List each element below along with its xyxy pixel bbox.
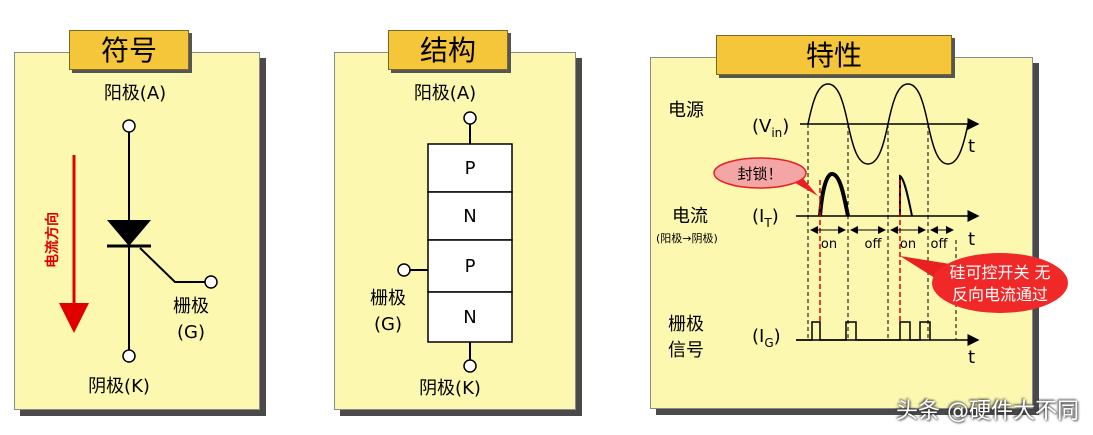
structure-anode-terminal	[463, 111, 477, 125]
structure-anode-label: 阳极(A)	[414, 83, 476, 104]
layer-p-bottom	[427, 239, 513, 293]
pnpn-stack: P N P N	[427, 143, 513, 343]
note-line-1: 硅可控开关 无	[949, 263, 1050, 282]
note-callout-ellipse	[932, 253, 1068, 313]
layer-n-top	[427, 191, 513, 241]
blocked-callout: 封锁！	[713, 157, 818, 196]
on-label: on	[821, 237, 837, 252]
symbol-gate-g-label: (G)	[177, 322, 205, 343]
symbol-gate-terminal	[204, 275, 218, 289]
current-sublabel: (阳极→阴极)	[656, 231, 718, 245]
note-callout: 硅可控开关 无 反向电流通过	[900, 253, 1068, 313]
symbol-gate-label: 栅极	[173, 296, 209, 317]
layer-label: N	[463, 307, 476, 328]
gate-signal-label-1: 栅极	[668, 314, 704, 335]
layer-label: P	[465, 256, 476, 277]
blocked-callout-text: 封锁！	[737, 165, 782, 183]
diode-triangle	[107, 220, 151, 246]
layer-n-bottom	[427, 291, 513, 343]
it-label: (IT)	[752, 206, 779, 230]
layer-label: P	[465, 158, 476, 179]
gate-pulses	[796, 321, 931, 341]
off-label: off	[931, 237, 949, 252]
trigger-markers	[819, 180, 901, 324]
time-guides	[807, 124, 957, 340]
off-label: off	[865, 237, 883, 252]
symbol-anode-terminal	[122, 119, 136, 133]
ig-label: (IG)	[752, 326, 781, 350]
structure-cathode-label: 阴极(K)	[419, 378, 481, 399]
layer-label: N	[463, 206, 476, 227]
symbol-title: 符号	[69, 30, 189, 70]
structure-gate-label: 栅极	[370, 288, 406, 309]
note-line-2: 反向电流通过	[952, 285, 1048, 304]
current-direction-label: 电流方向	[44, 212, 61, 268]
vin-t-label: t	[968, 136, 975, 157]
source-label: 电源	[668, 100, 704, 121]
blocked-callout-ellipse	[713, 157, 807, 189]
current-pulse-2	[899, 174, 913, 217]
gate-signal-label-2: 信号	[668, 340, 704, 361]
watermark: 头条 @硬件大不同	[896, 399, 1079, 424]
current-label: 电流	[672, 206, 708, 227]
structure-title: 结构	[388, 30, 508, 70]
structure-gate-g-label: (G)	[374, 314, 402, 335]
current-pulse-1	[818, 171, 850, 217]
symbol-cathode-terminal	[122, 349, 136, 363]
structure-cathode-terminal	[463, 359, 477, 373]
symbol-cathode-label: 阴极(K)	[88, 376, 150, 397]
characteristics-title: 特性	[716, 35, 952, 75]
it-t-label: t	[968, 229, 975, 250]
ig-t-label: t	[968, 347, 975, 368]
symbol-anode-label: 阳极(A)	[104, 83, 166, 104]
symbol-gate-lead	[139, 247, 205, 283]
vin-label: (Vin)	[752, 116, 789, 140]
structure-gate-terminal	[397, 263, 411, 277]
layer-p-top	[427, 143, 513, 193]
on-label: on	[900, 237, 916, 252]
